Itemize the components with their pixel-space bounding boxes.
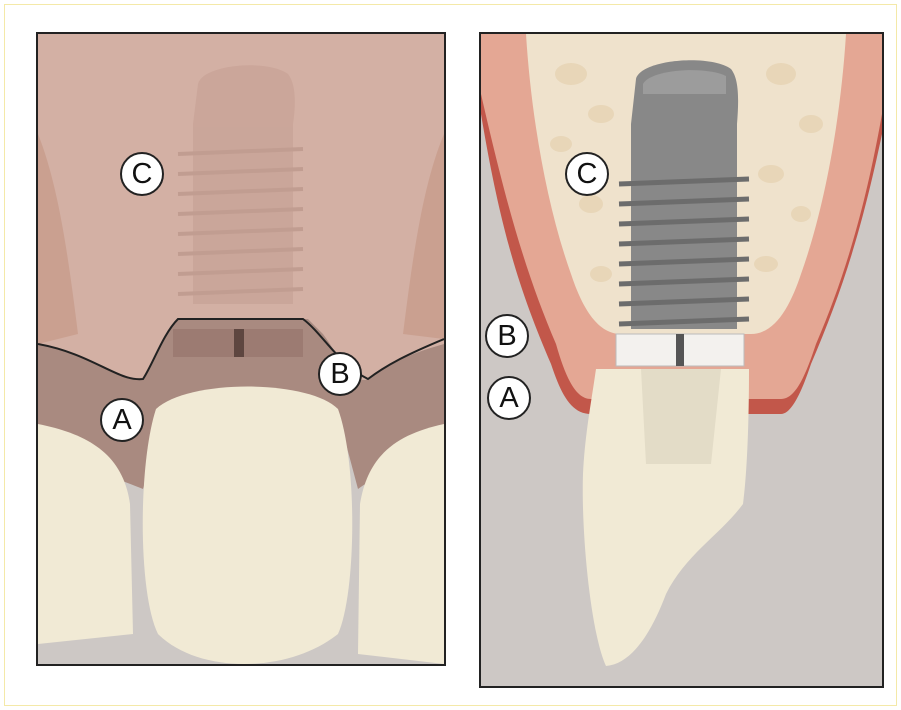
label-b-sagittal: B [485, 314, 529, 358]
label-a-sagittal: A [487, 376, 531, 420]
frontal-view-illustration [38, 34, 444, 664]
label-c-sagittal: C [565, 152, 609, 196]
abutment-core [641, 369, 721, 464]
abutment-slot-ghost [234, 329, 244, 357]
label-a-frontal: A [100, 398, 144, 442]
sagittal-view-illustration [481, 34, 882, 686]
frontal-view-panel: C B A [36, 32, 446, 666]
implant-body [631, 60, 738, 329]
abutment-slot [676, 334, 684, 366]
sagittal-view-panel: C B A [479, 32, 884, 688]
central-incisor-crown [143, 387, 353, 665]
label-c-frontal: C [120, 152, 164, 196]
implant-ghost [178, 65, 303, 304]
label-b-frontal: B [318, 352, 362, 396]
